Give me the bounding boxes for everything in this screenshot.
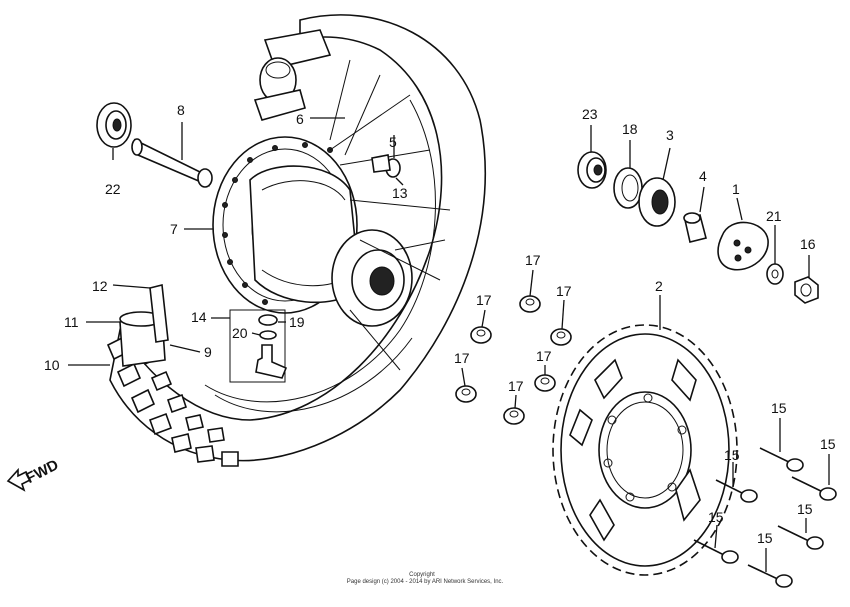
- callout-16: 16: [800, 236, 816, 252]
- callout-18: 18: [622, 121, 638, 137]
- seal-18: [613, 167, 643, 209]
- bolt-15: [777, 525, 824, 550]
- callout-15: 15: [820, 436, 836, 452]
- nut-17: [455, 385, 477, 403]
- bearing-23: [577, 151, 607, 189]
- axle-sleeve-8: [131, 138, 213, 188]
- callout-20: 20: [232, 325, 248, 341]
- rim-band-12: [149, 284, 169, 343]
- callout-23: 23: [582, 106, 598, 122]
- bearing-22: [96, 102, 132, 148]
- rim-lock: [253, 29, 332, 121]
- callout-11: 11: [64, 314, 79, 330]
- wheel-hub: [212, 136, 413, 327]
- callout-13: 13: [392, 185, 408, 201]
- callout-15: 15: [708, 509, 724, 525]
- valve-assembly: [229, 309, 288, 383]
- washer-21: [766, 263, 784, 285]
- callout-15: 15: [757, 530, 773, 546]
- nut-17: [534, 374, 556, 392]
- callout-2: 2: [655, 278, 663, 294]
- callout-10: 10: [44, 357, 60, 373]
- forward-direction-indicator: FWD: [6, 456, 62, 492]
- leader-lines: [68, 117, 830, 572]
- callout-4: 4: [699, 168, 707, 184]
- spoke-nipple-5: [371, 154, 391, 173]
- bolt-15: [715, 479, 758, 503]
- callout-12: 12: [92, 278, 108, 294]
- callout-17: 17: [476, 292, 492, 308]
- bolt-15: [791, 476, 837, 501]
- callout-17: 17: [454, 350, 470, 366]
- bolt-15: [693, 539, 739, 564]
- callout-17: 17: [556, 283, 572, 299]
- nut-17: [470, 326, 492, 344]
- callout-15: 15: [797, 501, 813, 517]
- bolt-15: [747, 564, 793, 588]
- callout-8: 8: [177, 102, 185, 118]
- callout-7: 7: [170, 221, 178, 237]
- callout-15: 15: [724, 447, 740, 463]
- spacer-4: [683, 212, 707, 243]
- nut-17: [503, 407, 525, 425]
- nuts-17: [455, 295, 572, 425]
- adjuster-plate-1: [717, 221, 769, 271]
- rear-tire: [106, 14, 486, 467]
- copyright-line-2: Page design (c) 2004 - 2014 by ARI Netwo…: [347, 579, 504, 585]
- nut-17: [550, 328, 572, 346]
- callout-9: 9: [204, 344, 212, 360]
- forward-arrow-icon: [6, 467, 32, 492]
- callout-17: 17: [525, 252, 541, 268]
- copyright-line-1: Copyright: [409, 572, 435, 578]
- bolt-15: [759, 447, 804, 472]
- callout-5: 5: [389, 134, 397, 150]
- callout-15: 15: [771, 400, 787, 416]
- callout-numbers: 8 22 7 6 5 13 12 11 10 9 14 19 20 23 18 …: [44, 102, 836, 546]
- callout-21: 21: [766, 208, 782, 224]
- sprocket-2: [552, 324, 738, 576]
- callout-6: 6: [296, 111, 304, 127]
- nut-17: [519, 295, 541, 313]
- collar-3: [638, 177, 676, 227]
- fwd-label: FWD: [23, 456, 61, 487]
- spokes: [329, 59, 451, 371]
- nut-16: [794, 276, 819, 304]
- callout-17: 17: [536, 348, 552, 364]
- callout-22: 22: [105, 181, 121, 197]
- bolts-15: [693, 447, 837, 588]
- callout-19: 19: [289, 314, 305, 330]
- copyright-notice: Copyright Page design (c) 2004 - 2014 by…: [347, 572, 504, 585]
- callout-1: 1: [732, 181, 740, 197]
- callout-14: 14: [191, 309, 207, 325]
- callout-17: 17: [508, 378, 524, 394]
- callout-3: 3: [666, 127, 674, 143]
